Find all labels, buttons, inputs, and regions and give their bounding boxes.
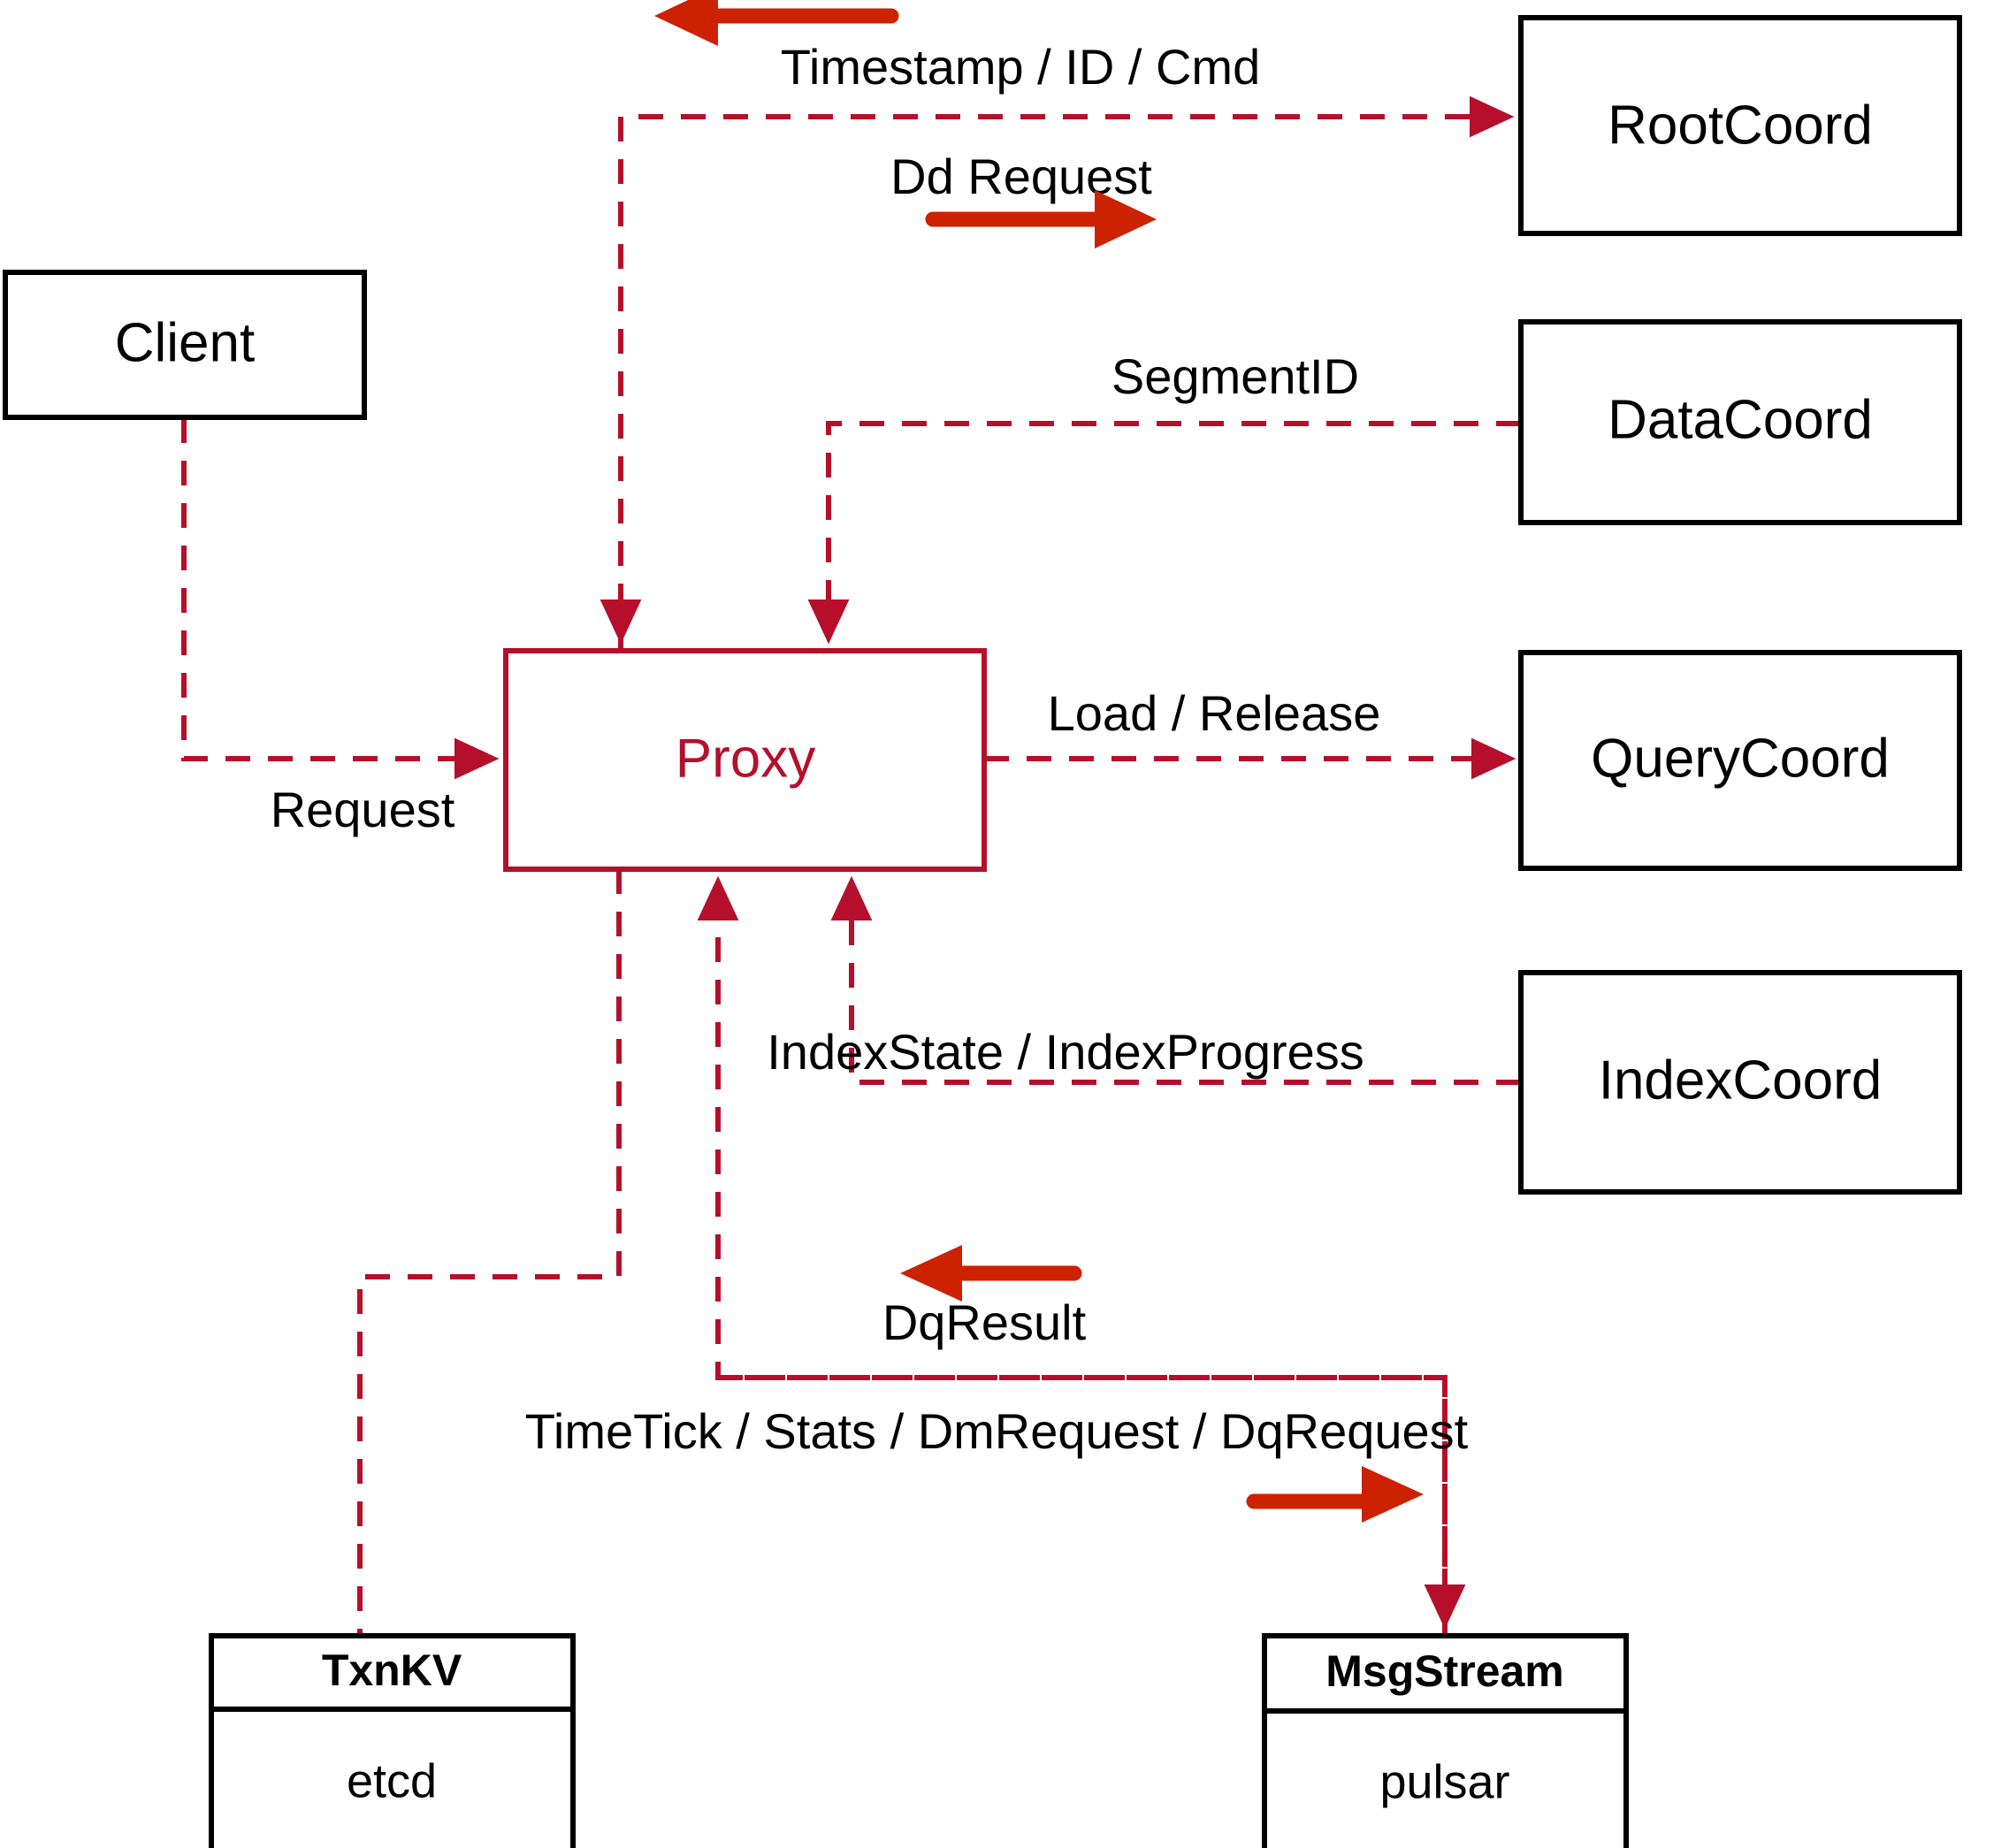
node-msgstream-impl: pulsar xyxy=(1379,1755,1509,1808)
direction-arrow-timetick-right-icon xyxy=(1246,1466,1424,1523)
edge-label-dq-result: DqResult xyxy=(882,1294,1087,1350)
edge-datacoord-to-proxy xyxy=(807,421,1521,645)
edge-label-segment-id: SegmentID xyxy=(1111,348,1359,404)
edge-proxy-to-msgstream xyxy=(718,1375,1466,1630)
node-indexcoord-label: IndexCoord xyxy=(1599,1050,1883,1111)
node-client-label: Client xyxy=(115,312,256,373)
edge-client-to-proxy xyxy=(181,418,500,780)
edge-label-request: Request xyxy=(271,782,455,837)
node-rootcoord[interactable] xyxy=(1518,15,1962,236)
node-txnkv-impl: etcd xyxy=(347,1754,437,1807)
node-txnkv[interactable] xyxy=(209,1633,576,1848)
edge-label-index-state-progress: IndexState / IndexProgress xyxy=(767,1024,1364,1080)
direction-arrow-ddrequest-right-icon xyxy=(925,190,1157,248)
direction-arrow-dqresult-left-icon xyxy=(900,1245,1082,1302)
node-proxy[interactable] xyxy=(503,648,987,872)
node-msgstream-label: MsgStream xyxy=(1325,1646,1564,1696)
node-client[interactable] xyxy=(3,270,367,420)
node-txnkv-label: TxnKV xyxy=(322,1646,462,1695)
node-datacoord-label: DataCoord xyxy=(1608,389,1873,450)
edge-msgstream-to-proxy xyxy=(697,875,1448,1636)
edge-proxy-to-txnkv xyxy=(357,869,622,1636)
edge-label-timestamp-id-cmd: Timestamp / ID / Cmd xyxy=(781,39,1260,95)
node-rootcoord-label: RootCoord xyxy=(1608,95,1873,156)
node-querycoord-label: QueryCoord xyxy=(1591,728,1890,789)
node-indexcoord[interactable] xyxy=(1518,970,1962,1195)
node-proxy-label: Proxy xyxy=(676,728,815,789)
edge-label-dd-request: Dd Request xyxy=(890,149,1152,204)
direction-arrow-timestamp-left-icon xyxy=(654,0,899,46)
edge-indexcoord-to-proxy xyxy=(830,875,1521,1085)
edge-label-timetick-stats: TimeTick / Stats / DmRequest / DqRequest xyxy=(525,1403,1469,1459)
node-msgstream[interactable] xyxy=(1262,1633,1629,1848)
node-datacoord[interactable] xyxy=(1518,319,1962,525)
node-querycoord[interactable] xyxy=(1518,650,1962,871)
edge-label-load-release: Load / Release xyxy=(1048,685,1381,741)
